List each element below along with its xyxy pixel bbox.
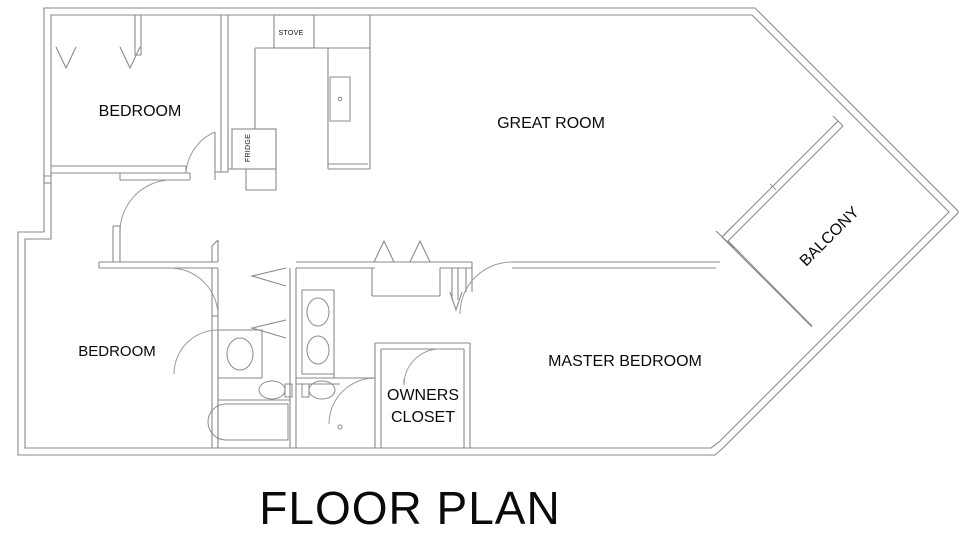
hall-bath-sink [226, 337, 254, 371]
master-bathroom [296, 267, 376, 430]
bedroom-top-left-closet-wall [134, 15, 142, 56]
master-bath-toilet-tank [301, 383, 310, 398]
kitchen-sink [329, 76, 351, 122]
balcony-walls [715, 115, 844, 328]
bedroom-top-left-closet [55, 46, 141, 70]
master-bath-toilet-bowl [308, 380, 336, 400]
hall-bath-toilet-tank [284, 383, 293, 398]
kitchen [228, 14, 371, 191]
hall-bath-tub [207, 403, 289, 441]
stove-label: STOVE [278, 30, 303, 37]
hall-closet [296, 239, 473, 312]
room-label-master-bedroom: MASTER BEDROOM [548, 353, 702, 370]
bedroom-top-left-walls [43, 165, 191, 184]
kitchen-sink-drain [337, 96, 343, 102]
master-bedroom-door [459, 261, 720, 315]
room-label-great-room: GREAT ROOM [497, 115, 605, 132]
fridge-label: FRIDGE [245, 134, 252, 162]
hall-bathroom [173, 268, 297, 448]
fridge-appliance [231, 128, 277, 170]
room-label-bedroom-top-left: BEDROOM [99, 103, 182, 120]
bedroom-bottom-left-walls [98, 232, 219, 448]
hall-bath-bypass-arrows [249, 267, 287, 339]
hall-entry-door [112, 179, 169, 233]
room-label-balcony: BALCONY [797, 204, 863, 270]
exterior-walls [17, 7, 959, 456]
master-bath-vanity [301, 289, 335, 375]
page-title: FLOOR PLAN [259, 482, 560, 534]
room-label-owners-closet-line2: CLOSET [391, 409, 455, 426]
master-bath-sink-left [306, 297, 330, 327]
master-bath-sink-right [306, 335, 330, 365]
room-label-bedroom-bottom-left: BEDROOM [78, 343, 156, 360]
kitchen-corridor-walls [214, 15, 229, 180]
bedroom-top-left-door [185, 131, 216, 174]
bedroom-bottom-left-door [169, 267, 219, 317]
room-label-owners-closet-line1: OWNERS [387, 387, 459, 404]
owners-closet-walls [374, 342, 471, 448]
hall-bath-vanity [217, 329, 263, 379]
master-bath-floor-drain [337, 424, 343, 430]
hall-bath-toilet-bowl [258, 380, 286, 400]
